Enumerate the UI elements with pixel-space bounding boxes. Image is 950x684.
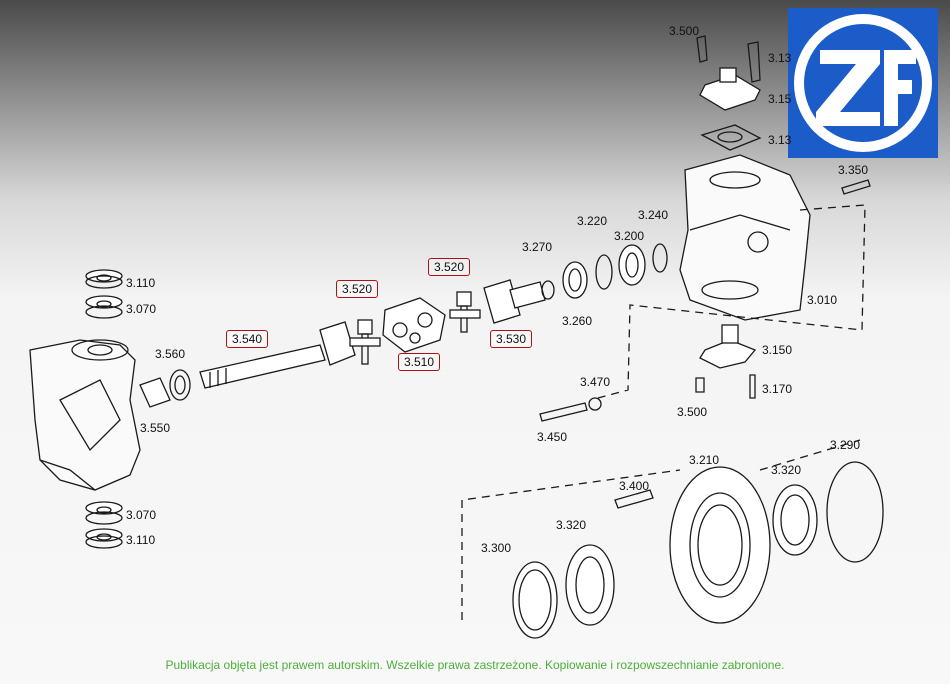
- label-3300: 3.300: [481, 541, 512, 555]
- bearing-3070-bottom-drawing: [85, 501, 123, 525]
- label-3550: 3.550: [140, 421, 171, 435]
- label-3010: 3.010: [807, 293, 838, 307]
- circlip-3240-drawing: [652, 243, 668, 273]
- label-3240: 3.240: [638, 208, 669, 222]
- top-cap-drawing: [696, 35, 762, 151]
- center-coupler-drawing: [382, 297, 446, 353]
- ujoint-right-drawing: [449, 291, 481, 333]
- label-3270: 3.270: [522, 240, 553, 254]
- label-3220: 3.220: [577, 214, 608, 228]
- label-3520-left: 3.520: [336, 280, 379, 298]
- label-3530: 3.530: [490, 330, 533, 348]
- label-3210: 3.210: [689, 453, 720, 467]
- label-3290: 3.290: [830, 438, 861, 452]
- label-3350: 3.350: [838, 163, 869, 177]
- ring-3300-drawing: [512, 561, 558, 639]
- knuckle-housing-drawing: [29, 339, 141, 491]
- bolt-3450-drawing: [539, 397, 602, 422]
- label-3070-bottom: 3.070: [126, 508, 157, 522]
- label-3470: 3.470: [580, 375, 611, 389]
- label-3520-right: 3.520: [428, 258, 471, 276]
- label-3130-top: 3.13: [768, 51, 792, 65]
- copyright-notice: Publikacja objęta jest prawem autorskim.…: [165, 658, 785, 672]
- label-3450: 3.450: [537, 430, 568, 444]
- zf-logo: [788, 8, 938, 158]
- assembly-dashed-lines: [461, 204, 866, 620]
- zf-logo-mark: [794, 14, 932, 152]
- bolt-3400-drawing: [614, 489, 654, 509]
- label-3150: 3.150: [762, 343, 793, 357]
- label-3260: 3.260: [562, 314, 593, 328]
- bearing-3110-top-drawing: [85, 269, 123, 289]
- bearing-3110-bottom-drawing: [85, 528, 123, 549]
- label-3110-top: 3.110: [126, 276, 156, 290]
- seal-3320-right-drawing: [772, 484, 818, 556]
- label-3150-top: 3.15: [768, 92, 792, 106]
- bolt-3350-drawing: [841, 179, 871, 195]
- label-3110-bottom: 3.110: [126, 533, 156, 547]
- label-3540: 3.540: [226, 330, 269, 348]
- shaft-3540-drawing: [199, 321, 356, 389]
- flange-3210-drawing: [669, 466, 771, 624]
- bushing-drawing: [139, 369, 191, 408]
- housing-3010-drawing: [679, 154, 811, 321]
- bearing-3070-top-drawing: [85, 295, 123, 319]
- oring-3290-drawing: [826, 461, 884, 563]
- ujoint-left-drawing: [349, 319, 381, 365]
- label-3070-top: 3.070: [126, 302, 157, 316]
- label-3320-right: 3.320: [771, 463, 802, 477]
- seal-3260-drawing: [562, 261, 588, 299]
- label-3130-b: 3.13: [768, 133, 792, 147]
- snap-ring-drawing: [541, 280, 555, 300]
- label-3500: 3.500: [677, 405, 708, 419]
- bottom-cap-drawing: [695, 324, 757, 399]
- shaft-3530-drawing: [483, 279, 546, 324]
- label-3510: 3.510: [398, 353, 441, 371]
- bearing-3200-drawing: [618, 244, 646, 286]
- label-3560: 3.560: [155, 347, 186, 361]
- bearing-3320-left-drawing: [565, 544, 615, 626]
- label-3400: 3.400: [619, 479, 650, 493]
- label-3500-top: 3.500: [669, 24, 700, 38]
- circlip-3220-drawing: [595, 254, 613, 290]
- label-3320-left: 3.320: [556, 518, 587, 532]
- label-3200: 3.200: [614, 229, 645, 243]
- label-3170: 3.170: [762, 382, 793, 396]
